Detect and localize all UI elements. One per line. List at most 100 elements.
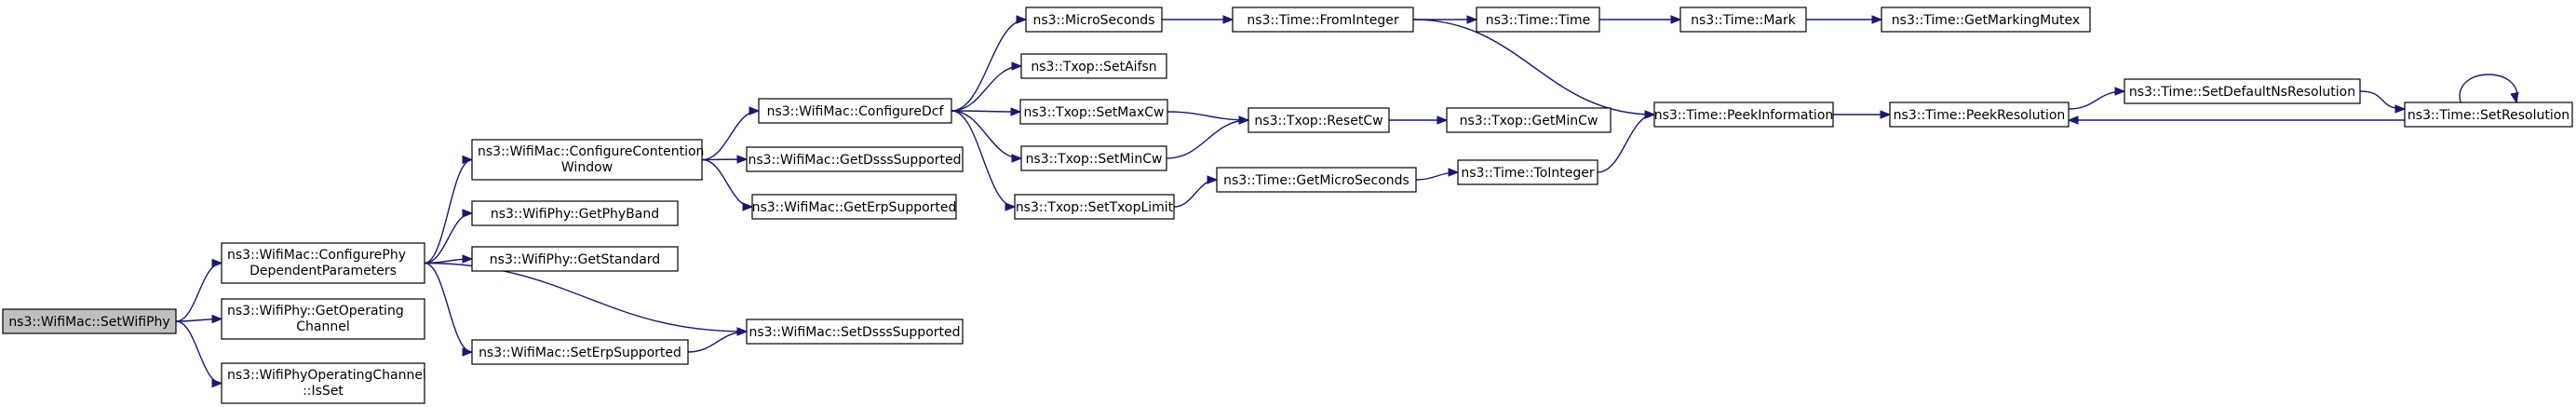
node-geterpsupported[interactable]: ns3::WifiMac::GetErpSupported	[751, 194, 957, 220]
arrowhead-icon	[742, 202, 754, 211]
edge-line	[951, 65, 1022, 112]
node-mark[interactable]: ns3::Time::Mark	[1679, 7, 1807, 33]
call-edge-configuredcf-to-microseconds	[951, 15, 1028, 112]
node-configurephy[interactable]: ns3::WifiMac::ConfigurePhyDependentParam…	[221, 242, 425, 284]
edge-line	[1167, 111, 1249, 121]
arrowhead-icon	[1010, 107, 1022, 116]
arrowhead-icon	[1011, 61, 1023, 71]
arrowhead-icon	[2510, 91, 2519, 104]
arrowhead-icon	[2394, 104, 2407, 114]
node-getmicroseconds[interactable]: ns3::Time::GetMicroSeconds	[1216, 167, 1417, 193]
node-getstandard[interactable]: ns3::WifiPhy::GetStandard	[471, 246, 679, 272]
node-box	[758, 98, 952, 124]
call-edge-getmicroseconds-to-tointeger	[1415, 168, 1460, 181]
node-box	[751, 194, 957, 220]
node-label: DependentParameters	[250, 264, 397, 278]
node-label: ns3::Time::Time	[1486, 13, 1590, 28]
edge-line	[424, 262, 748, 332]
node-label: ns3::WifiPhyOperatingChannel	[227, 368, 426, 383]
node-time[interactable]: ns3::Time::Time	[1476, 7, 1600, 33]
call-edge-settxoplimit-to-getmicroseconds	[1173, 175, 1219, 208]
node-isset[interactable]: ns3::WifiPhyOperatingChannel::IsSet	[221, 362, 426, 404]
call-edge-peekinformation-to-peekresolution	[1832, 110, 1892, 119]
call-edge-configuredcf-to-setaifsn	[951, 61, 1023, 112]
node-label: ns3::Txop::SetMinCw	[1026, 152, 1163, 167]
node-box	[221, 362, 425, 404]
node-box	[746, 146, 964, 172]
node-label: ns3::MicroSeconds	[1032, 13, 1154, 28]
node-peekinformation[interactable]: ns3::Time::PeekInformation	[1653, 102, 1834, 128]
node-setmincw[interactable]: ns3::Txop::SetMinCw	[1020, 145, 1167, 171]
node-box	[471, 246, 679, 272]
node-label: ns3::WifiPhy::GetPhyBand	[491, 207, 659, 222]
node-resetcw[interactable]: ns3::Txop::ResetCw	[1248, 107, 1390, 133]
node-label: ns3::Time::ToInteger	[1461, 166, 1595, 181]
node-box	[1446, 107, 1612, 133]
call-edge-configurecontention-to-getdssssupported	[701, 155, 749, 164]
arrowhead-icon	[1644, 110, 1656, 119]
node-label: ns3::WifiMac::SetDsssSupported	[749, 325, 960, 340]
arrowhead-icon	[2067, 115, 2079, 125]
node-microseconds[interactable]: ns3::MicroSeconds	[1025, 7, 1163, 33]
node-configuredcf[interactable]: ns3::WifiMac::ConfigureDcf	[758, 98, 952, 124]
node-label: Channel	[296, 319, 349, 334]
call-edge-time-to-mark	[1599, 15, 1682, 24]
node-getphyband[interactable]: ns3::WifiPhy::GetPhyBand	[471, 200, 679, 226]
node-label: ns3::Time::GetMarkingMutex	[1892, 13, 2080, 28]
node-setdefaultnsresolution[interactable]: ns3::Time::SetDefaultNsResolution	[2124, 78, 2361, 104]
call-edge-mark-to-getmarkingmutex	[1806, 15, 1883, 24]
call-edge-seterpsupported-to-setdssssupported	[687, 327, 749, 353]
node-seterpsupported[interactable]: ns3::WifiMac::SetErpSupported	[471, 339, 689, 365]
call-edge-setdefaultnsresolution-to-setresolution	[2359, 90, 2407, 114]
node-label: ns3::WifiMac::GetErpSupported	[752, 200, 957, 215]
node-setresolution[interactable]: ns3::Time::SetResolution	[2404, 102, 2573, 128]
node-label: ns3::Txop::SetAifsn	[1031, 60, 1156, 75]
call-edge-configurephy-to-configurecontention	[424, 155, 474, 265]
call-edge-setwifiphy-to-getoperatingchannel	[175, 314, 223, 324]
node-label: ::IsSet	[303, 384, 344, 399]
call-edge-configurecontention-to-geterpsupported	[701, 158, 754, 211]
call-edge-setwifiphy-to-configurephy	[175, 258, 223, 322]
arrowhead-icon	[1670, 15, 1682, 24]
edge-line	[424, 158, 473, 265]
node-label: ns3::WifiMac::SetWifiPhy	[8, 315, 169, 330]
node-box	[2124, 78, 2361, 104]
node-box	[1216, 167, 1417, 193]
arrowhead-icon	[462, 254, 474, 264]
node-label: ns3::WifiMac::ConfigureContention	[478, 144, 704, 159]
node-box	[1653, 102, 1834, 128]
node-label: ns3::Time::Mark	[1691, 13, 1797, 28]
node-box	[1020, 53, 1167, 79]
arrowhead-icon	[462, 347, 474, 357]
edge-line	[951, 19, 1027, 112]
arrowhead-icon	[1448, 168, 1460, 177]
node-setmaxcw[interactable]: ns3::Txop::SetMaxCw	[1019, 99, 1168, 125]
edge-line	[1173, 179, 1218, 208]
node-getmarkingmutex[interactable]: ns3::Time::GetMarkingMutex	[1881, 7, 2091, 33]
node-settxoplimit[interactable]: ns3::Txop::SetTxopLimit	[1014, 194, 1175, 220]
node-box	[1881, 7, 2091, 33]
node-box	[1019, 99, 1168, 125]
node-setaifsn[interactable]: ns3::Txop::SetAifsn	[1020, 53, 1167, 79]
edge-line	[1166, 119, 1249, 159]
arrowhead-icon	[1238, 115, 1250, 125]
node-setwifiphy[interactable]: ns3::WifiMac::SetWifiPhy	[2, 308, 177, 334]
node-frominteger[interactable]: ns3::Time::FromInteger	[1232, 7, 1414, 33]
node-box	[2404, 102, 2573, 128]
call-edge-tointeger-to-peekinformation	[1597, 110, 1656, 173]
node-getdssssupported[interactable]: ns3::WifiMac::GetDsssSupported	[746, 146, 964, 172]
node-tointeger[interactable]: ns3::Time::ToInteger	[1457, 159, 1598, 185]
arrowhead-icon	[1871, 15, 1883, 24]
node-peekresolution[interactable]: ns3::Time::PeekResolution	[1889, 102, 2070, 128]
node-label: ns3::Txop::ResetCw	[1254, 114, 1382, 129]
arrowhead-icon	[211, 258, 223, 268]
node-setdssssupported[interactable]: ns3::WifiMac::SetDsssSupported	[746, 319, 964, 345]
arrowhead-icon	[2114, 87, 2126, 96]
edge-line	[951, 110, 1021, 113]
edge-line	[175, 262, 223, 322]
node-box	[1457, 159, 1598, 185]
node-getmincw[interactable]: ns3::Txop::GetMinCw	[1446, 107, 1612, 133]
